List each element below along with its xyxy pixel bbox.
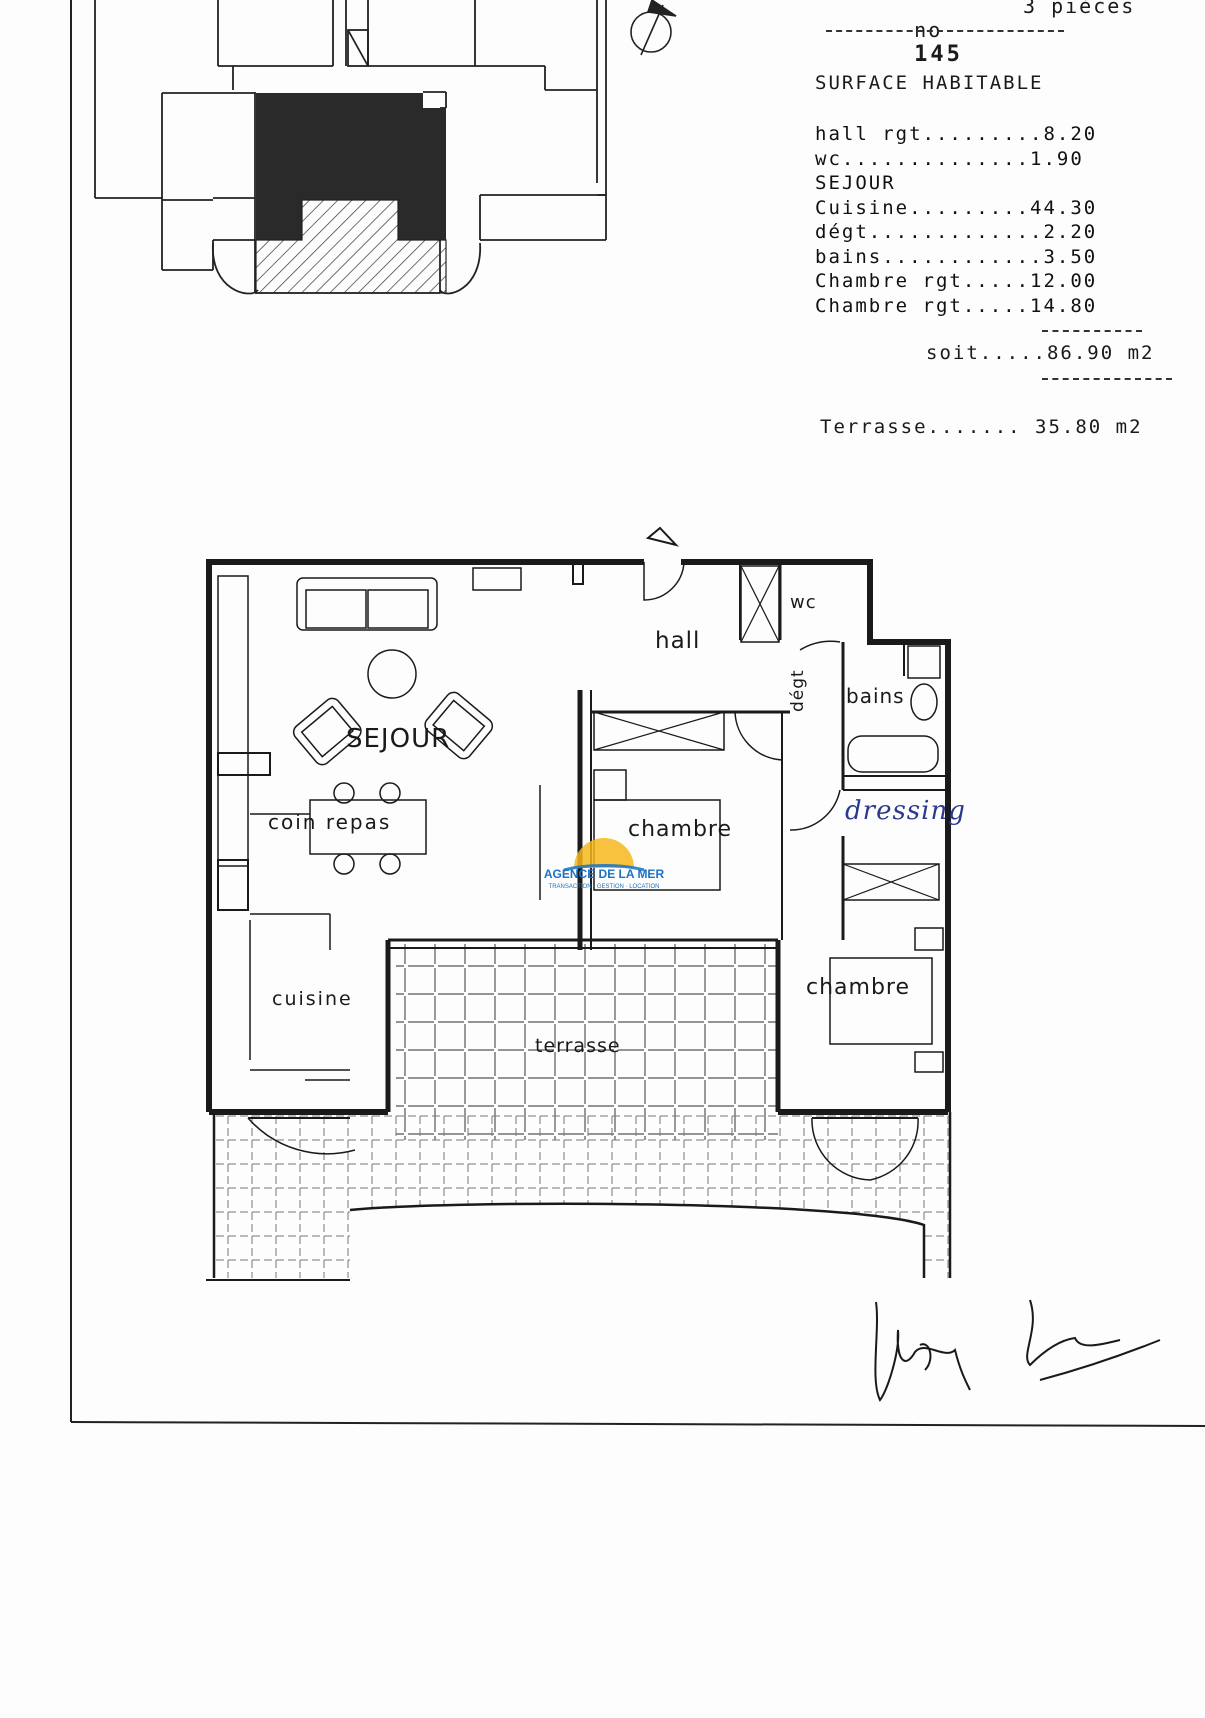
building-key-plan xyxy=(94,0,607,295)
area-row: wc..............1.90 xyxy=(815,147,1084,170)
compass-icon xyxy=(630,0,677,56)
room-label-chambre-2: chambre xyxy=(806,975,911,1000)
plan-number-value: 145 xyxy=(914,42,963,67)
total-divider xyxy=(1042,330,1142,332)
room-label-chambre-1: chambre xyxy=(628,817,733,842)
area-row: Cuisine.........44.30 xyxy=(815,196,1098,219)
signatures xyxy=(874,1299,1161,1402)
area-row: bains............3.50 xyxy=(815,245,1098,268)
room-label-dressing: dressing xyxy=(845,796,966,826)
room-label-degt: dégt xyxy=(788,669,808,712)
room-label-hall: hall xyxy=(655,628,701,654)
agency-watermark-name: AGENCE DE LA MER xyxy=(543,867,665,881)
area-row: dégt.............2.20 xyxy=(815,221,1098,243)
terrace-hatch xyxy=(255,199,447,294)
room-label-coin-repas: coin repas xyxy=(268,810,392,834)
surface-title: SURFACE HABITABLE xyxy=(815,72,1044,94)
terrace-area: Terrasse....... 35.80 m2 xyxy=(820,416,1143,438)
room-label-bains: bains xyxy=(846,684,905,708)
agency-logo-icon xyxy=(563,838,645,872)
terrace-floor xyxy=(396,944,778,1140)
area-total: soit.....86.90 m2 xyxy=(926,342,1155,364)
room-label-terrasse: terrasse xyxy=(535,1035,621,1057)
area-list: hall rgt.........8.20 wc..............1.… xyxy=(815,122,1097,318)
terrace-outer-floor xyxy=(214,1112,950,1278)
room-label-cuisine: cuisine xyxy=(272,988,353,1010)
room-label-wc: wc xyxy=(790,592,817,613)
agency-watermark-tagline: TRANSACTION · GESTION · LOCATION xyxy=(548,884,660,890)
area-row: hall rgt.........8.20 xyxy=(815,123,1098,145)
apartment-type: 3 pièces xyxy=(1023,0,1136,18)
area-row: Chambre rgt.....12.00 xyxy=(815,270,1098,292)
apartment-walls xyxy=(206,526,952,1281)
living-room-furniture xyxy=(250,577,494,875)
area-row: Chambre rgt.....14.80 xyxy=(815,294,1098,317)
room-label-sejour: SEJOUR xyxy=(346,724,451,754)
header-divider xyxy=(826,30,1064,32)
total-divider-bottom xyxy=(1042,378,1172,380)
area-row: SEJOUR xyxy=(815,172,896,194)
